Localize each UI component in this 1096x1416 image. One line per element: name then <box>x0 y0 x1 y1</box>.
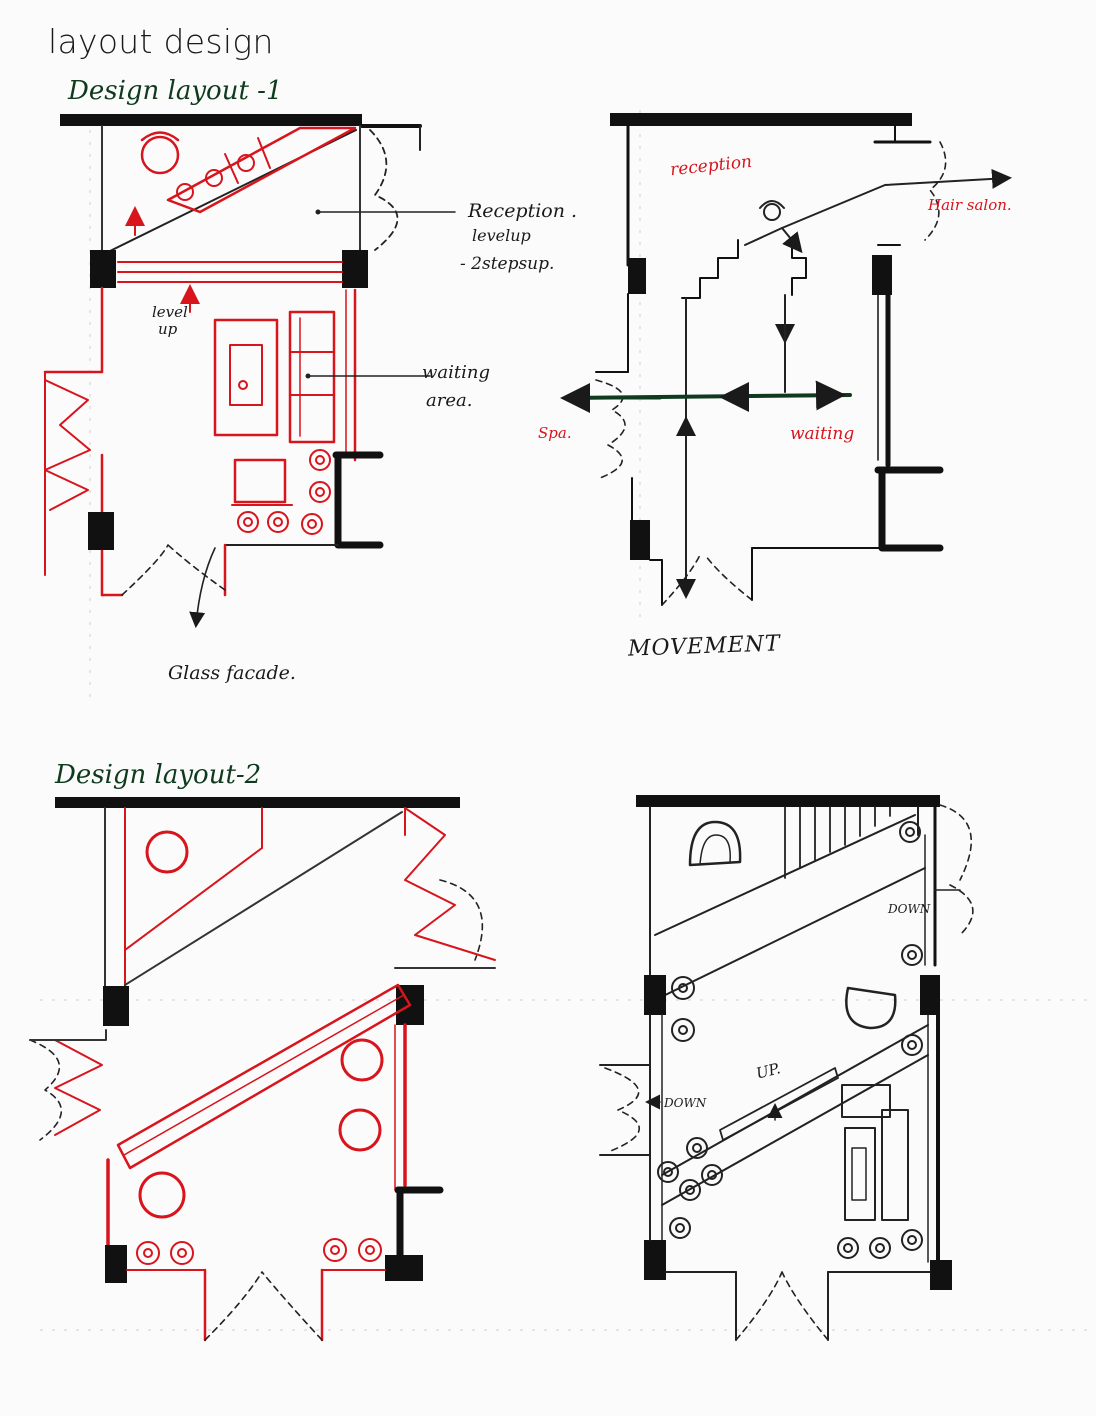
movement-label-waiting: waiting <box>790 424 855 444</box>
layout2-heading: Design layout-2 <box>55 760 262 790</box>
layout1-label-level: level <box>152 303 188 321</box>
layout1-label-levelup: levelup <box>472 226 531 245</box>
layout1-label-reception: Reception . <box>468 200 578 222</box>
layout1-label-area: area. <box>426 390 473 411</box>
layout1-plan <box>43 114 456 629</box>
layout1-label-glass-facade: Glass facade. <box>168 662 296 684</box>
layout1-label-steps: - 2stepsup. <box>460 254 555 274</box>
page-title: layout design <box>48 22 274 61</box>
layout2-alt-plan <box>599 795 974 1341</box>
grid-marks <box>40 110 1090 1331</box>
layout1-label-waiting: waiting <box>422 362 491 383</box>
layout1-label-up: up <box>158 320 178 338</box>
layout1-heading: Design layout -1 <box>68 76 283 106</box>
movement-label-hair-salon: Hair salon. <box>928 196 1012 214</box>
movement-caption: MOVEMENT <box>627 631 782 662</box>
layout2-alt-label-down-top: DOWN <box>888 902 931 916</box>
layout2-plan <box>29 797 496 1342</box>
movement-plan <box>560 113 1012 606</box>
layout2-alt-label-down-left: DOWN <box>664 1096 707 1110</box>
movement-label-spa: Spa. <box>538 424 572 442</box>
layout1-top-wall <box>60 114 362 126</box>
